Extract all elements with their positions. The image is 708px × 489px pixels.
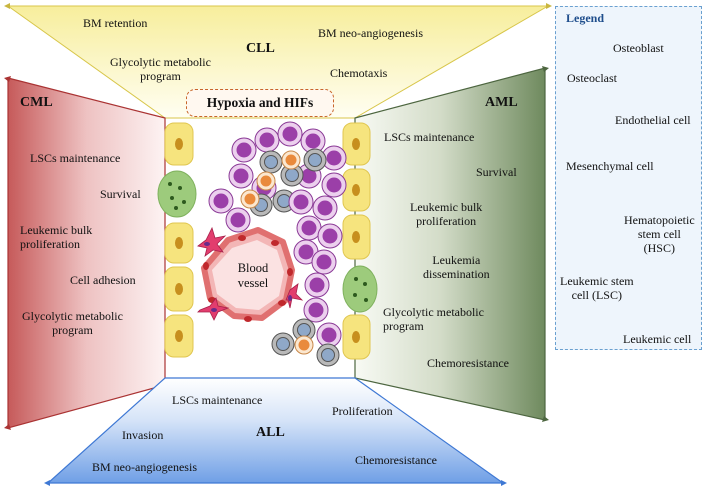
leukemic-cell-nucleus xyxy=(308,302,324,318)
cll-item-chemotaxis: Chemotaxis xyxy=(330,66,388,80)
aml-item-glycolytic: Glycolytic metabolic program xyxy=(383,305,484,333)
leukemic-cell-nucleus xyxy=(259,132,275,148)
leukemic-cell-nucleus xyxy=(293,194,309,210)
aml-item-proliferation: Leukemic bulk proliferation xyxy=(410,200,483,228)
hematopoietic-stem-cell-nucleus xyxy=(298,339,310,351)
all-item-invasion: Invasion xyxy=(122,428,164,442)
legend-lsc: Leukemic stem cell (LSC) xyxy=(560,274,634,302)
leukemic-cell-nucleus xyxy=(326,150,342,166)
cml-panel xyxy=(7,77,166,429)
cml-item-adhesion: Cell adhesion xyxy=(70,273,136,287)
leukemic-cell-nucleus xyxy=(298,244,314,260)
cml-title: CML xyxy=(20,95,53,110)
cml-item-glycolytic: Glycolytic metabolic program xyxy=(22,309,123,337)
leukemic-cell-nucleus xyxy=(309,277,325,293)
leukemic-stem-cell-nucleus xyxy=(321,348,335,362)
blood-vessel xyxy=(201,227,295,322)
hematopoietic-stem-cell-nucleus xyxy=(244,193,256,205)
aml-item-survival: Survival xyxy=(476,165,517,179)
cll-item-bm-neo-angiogenesis: BM neo-angiogenesis xyxy=(318,26,423,40)
osteoclast-right xyxy=(342,265,378,313)
cll-item-bm-retention: BM retention xyxy=(83,16,148,30)
aml-item-dissemination: Leukemia dissemination xyxy=(423,253,490,281)
leukemic-cell-nucleus xyxy=(230,212,246,228)
leukemic-stem-cell-nucleus xyxy=(308,153,322,167)
all-item-bm-neo-angiogenesis: BM neo-angiogenesis xyxy=(92,460,197,474)
hematopoietic-stem-cell-nucleus xyxy=(260,175,272,187)
leukemic-cell-nucleus xyxy=(213,193,229,209)
cell-cluster xyxy=(208,121,347,367)
leukemic-stem-cell-nucleus xyxy=(264,155,278,169)
all-item-proliferation: Proliferation xyxy=(332,404,393,418)
leukemic-cell-nucleus xyxy=(322,228,338,244)
osteoclast-left xyxy=(157,170,197,218)
legend-box: Legend xyxy=(555,6,702,350)
all-item-chemoresistance: Chemoresistance xyxy=(355,453,437,467)
all-item-lscs: LSCs maintenance xyxy=(172,393,263,407)
aml-title: AML xyxy=(485,95,518,110)
leukemic-cell-nucleus xyxy=(316,254,332,270)
all-title: ALL xyxy=(256,425,285,440)
aml-item-lscs: LSCs maintenance xyxy=(384,130,475,144)
legend-title: Legend xyxy=(566,11,605,25)
blood-vessel-label: Blood vessel xyxy=(237,261,269,290)
leukemic-stem-cell-nucleus xyxy=(285,168,299,182)
leukemic-cell-nucleus xyxy=(321,327,337,343)
cll-title: CLL xyxy=(246,41,275,56)
cml-item-lscs: LSCs maintenance xyxy=(30,151,121,165)
legend-hsc: Hematopoietic stem cell (HSC) xyxy=(624,213,695,255)
leukemic-stem-cell-nucleus xyxy=(276,337,290,351)
leukemic-stem-cell-nucleus xyxy=(297,323,311,337)
leukemic-cell-nucleus xyxy=(317,200,333,216)
hematopoietic-stem-cell-nucleus xyxy=(285,154,297,166)
leukemic-cell-nucleus xyxy=(301,220,317,236)
leukemic-cell-nucleus xyxy=(326,177,342,193)
legend-mesenchymal: Mesenchymal cell xyxy=(566,159,654,173)
legend-endothelial: Endothelial cell xyxy=(615,113,691,127)
leukemic-cell-nucleus xyxy=(233,168,249,184)
hypoxia-label: Hypoxia and HIFs xyxy=(186,89,334,117)
aml-item-chemoresistance: Chemoresistance xyxy=(427,356,509,370)
legend-osteoclast: Osteoclast xyxy=(567,71,617,85)
leukemic-cell-nucleus xyxy=(236,142,252,158)
cml-item-proliferation: Leukemic bulk proliferation xyxy=(20,223,93,251)
legend-osteoblast: Osteoblast xyxy=(613,41,664,55)
leukemic-cell-nucleus xyxy=(282,126,298,142)
cml-item-survival: Survival xyxy=(100,187,141,201)
leukemic-cell-nucleus xyxy=(305,133,321,149)
cll-item-glycolytic: Glycolytic metabolic program xyxy=(110,55,211,83)
legend-leukemic: Leukemic cell xyxy=(623,332,692,346)
leukemic-cell-nucleus xyxy=(301,168,317,184)
